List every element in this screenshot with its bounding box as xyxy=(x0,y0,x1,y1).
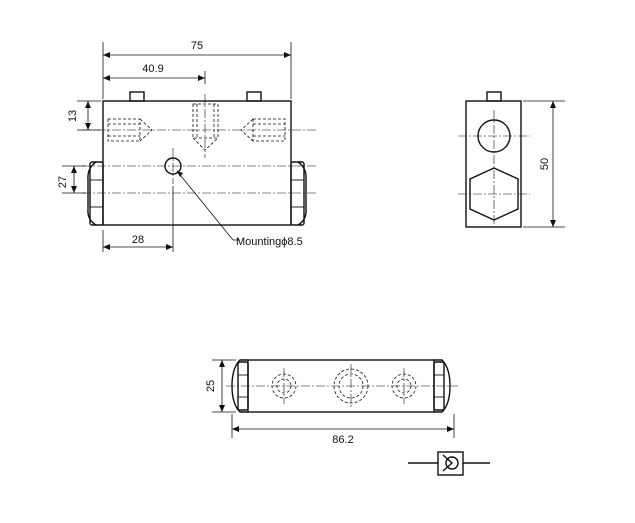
top-bolt-left xyxy=(129,91,145,102)
dim-50-label: 50 xyxy=(539,158,551,170)
mounting-hole xyxy=(164,157,182,175)
dim-27-label: 27 xyxy=(57,176,69,188)
dim-40-9-label: 40.9 xyxy=(142,63,163,75)
right-hex-nut xyxy=(290,161,307,226)
mounting-label: Mountingϕ8.5 xyxy=(236,236,303,248)
dim-13-label: 13 xyxy=(67,110,79,122)
dim-25-label: 25 xyxy=(205,380,217,392)
top-view xyxy=(212,359,458,438)
dim-86-2-label: 86.2 xyxy=(332,434,353,446)
left-hex-nut xyxy=(87,161,104,226)
check-valve-symbol xyxy=(408,451,490,476)
front-dimensions xyxy=(62,42,292,252)
side-view xyxy=(458,91,565,228)
top-bolt-right xyxy=(246,91,262,102)
dim-75-label: 75 xyxy=(191,40,203,52)
front-view xyxy=(82,91,318,241)
dim-28-label: 28 xyxy=(132,234,144,246)
side-top-bolt xyxy=(486,91,502,102)
top-port-hidden xyxy=(192,103,219,151)
